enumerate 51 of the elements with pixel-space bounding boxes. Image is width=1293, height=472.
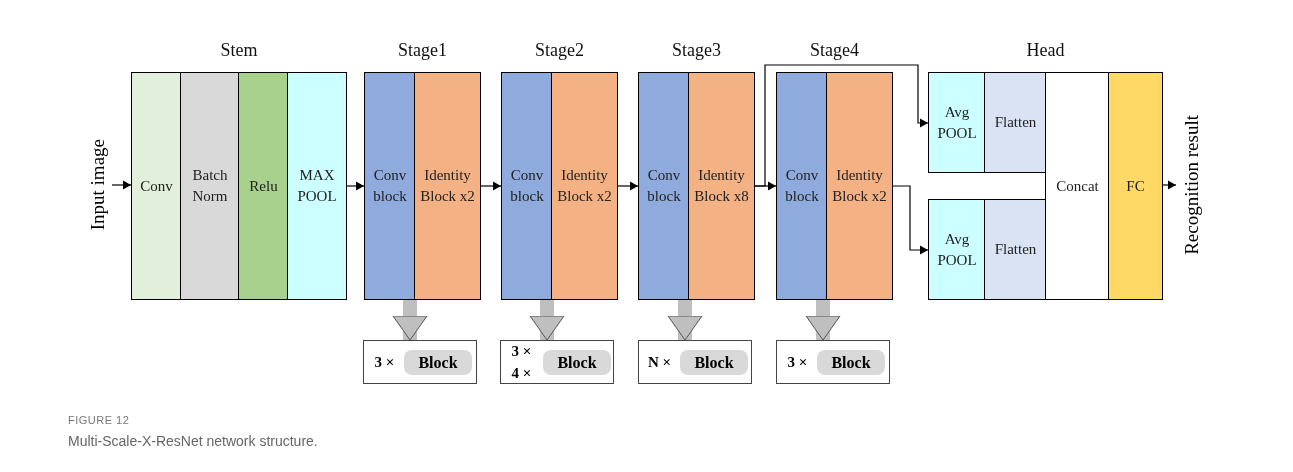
figure-number: FIGURE 12 [68,414,130,426]
vertical-label: Input image [84,95,112,275]
arrow [754,64,929,187]
layer-block: Concat [1045,72,1110,300]
layer-block: Conv block [638,72,690,300]
repeat-count: N × [647,353,672,372]
repeat-count: 3 × 4 × [510,342,533,383]
layer-block: Conv [131,72,182,300]
block-arrow [529,300,565,341]
layer-block: Relu [238,72,289,300]
layer-block: Flatten [984,199,1047,300]
repeat-box [363,340,477,384]
repeat-count: 3 × [786,353,809,372]
block-arrow [392,300,428,341]
layer-block: Avg POOL [928,199,986,300]
group-title: Stage4 [809,40,860,60]
group-title: Stem [219,40,259,60]
group-title: Stage3 [671,40,722,60]
vertical-label: Recognition result [1176,85,1208,285]
group-title: Stage2 [534,40,585,60]
repeat-count: 3 × [373,353,396,372]
block-tag: Block [680,350,748,375]
group-title: Stage1 [397,40,448,60]
arrow [480,181,502,191]
group-title: Head [1025,40,1066,60]
layer-block: Identity Block x2 [414,72,481,300]
figure-caption: Multi-Scale-X-ResNet network structure. [68,433,318,449]
arrow [1162,180,1177,190]
block-tag: Block [543,350,611,375]
arrow [111,180,132,190]
block-arrow [805,300,841,341]
repeat-box [776,340,890,384]
repeat-box [638,340,752,384]
arrow [892,185,929,255]
block-tag: Block [817,350,885,375]
layer-block: Flatten [984,72,1047,173]
arrow [346,181,365,191]
block-tag: Block [404,350,472,375]
layer-block: FC [1108,72,1163,300]
layer-block: Batch Norm [180,72,240,300]
block-arrow [667,300,703,341]
layer-block: Identity Block x8 [688,72,755,300]
arrow [617,181,639,191]
layer-block: Conv block [501,72,553,300]
layer-block: Conv block [776,72,828,300]
layer-block: Identity Block x2 [826,72,893,300]
layer-block: MAX POOL [287,72,347,300]
layer-block: Conv block [364,72,416,300]
repeat-box [500,340,614,384]
layer-block: Avg POOL [928,72,986,173]
layer-block: Identity Block x2 [551,72,618,300]
